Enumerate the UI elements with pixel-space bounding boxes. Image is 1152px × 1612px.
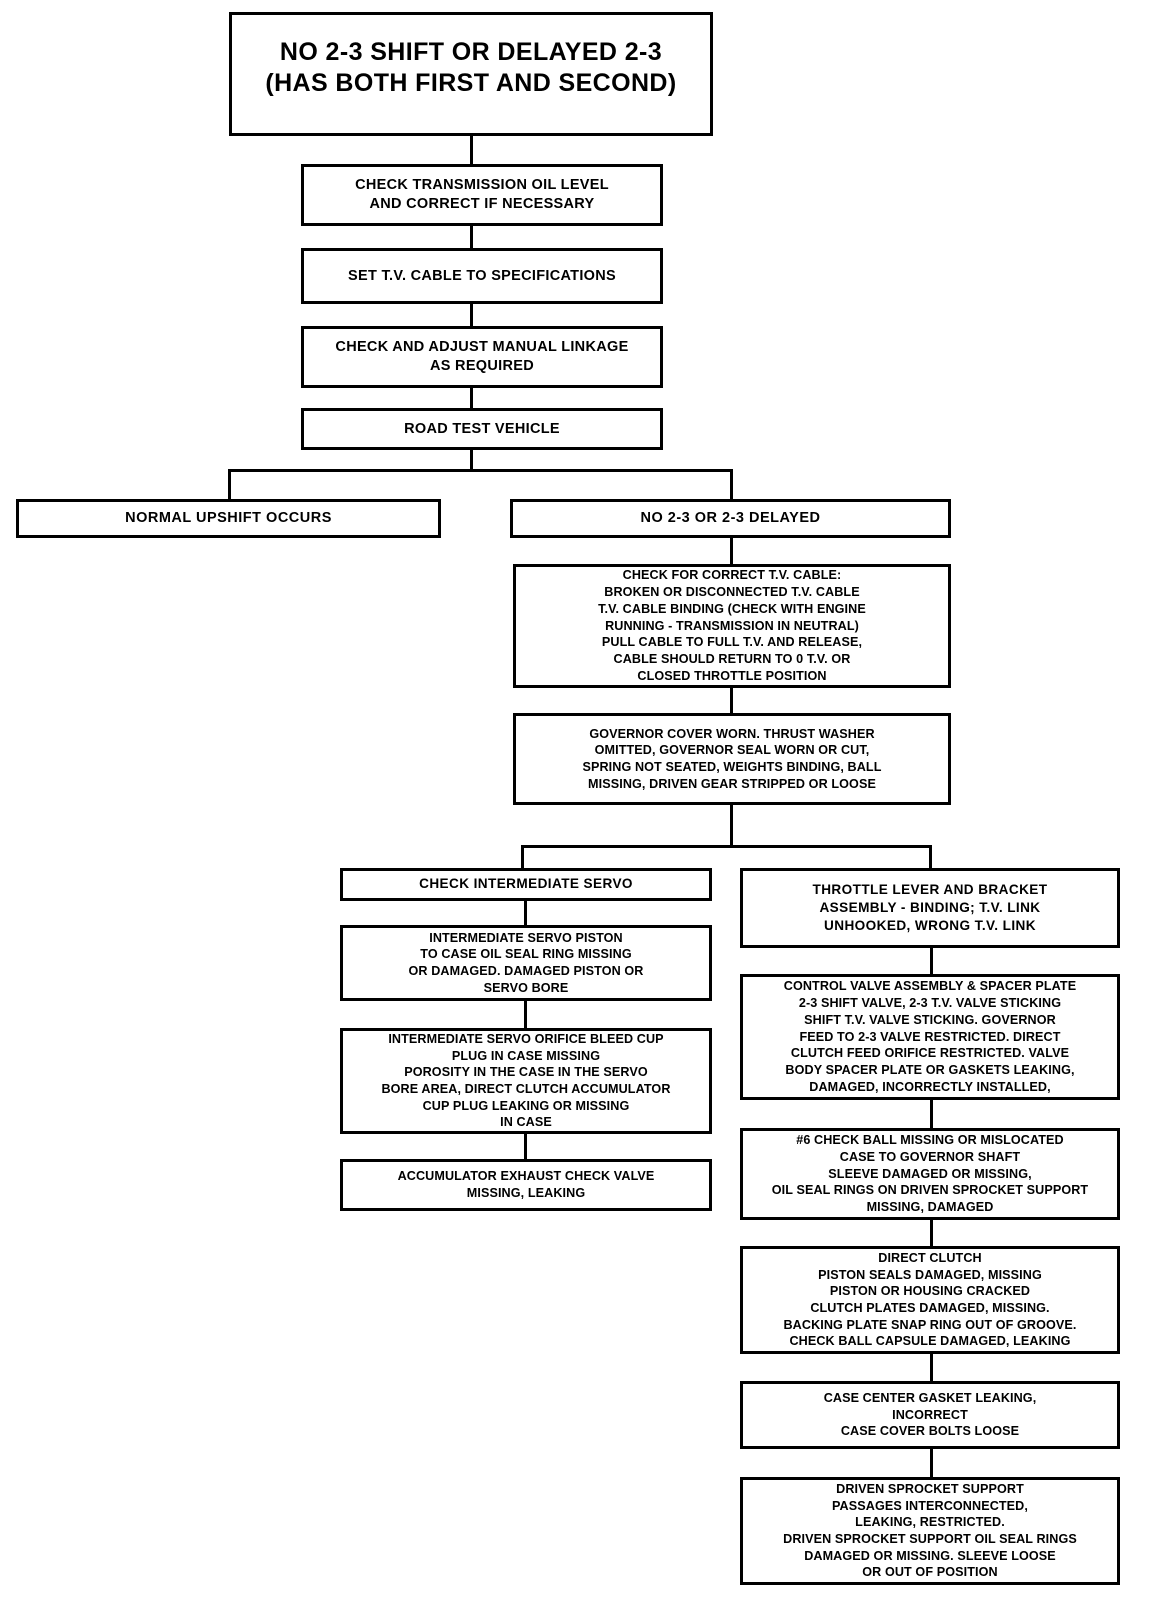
connector-step1-to-step2 — [470, 226, 473, 248]
node-normal-upshift-occurs: NORMAL UPSHIFT OCCURS — [16, 499, 441, 538]
node-label: ROAD TEST VEHICLE — [404, 420, 560, 437]
connector-right-3-to-4 — [930, 1220, 933, 1246]
node-label: NORMAL UPSHIFT OCCURS — [125, 510, 332, 527]
node-label: CONTROL VALVE ASSEMBLY & SPACER PLATE 2-… — [783, 979, 1077, 1094]
node-governor-cover-detail: GOVERNOR COVER WORN. THRUST WASHER OMITT… — [513, 713, 951, 805]
connector-governor-down — [730, 805, 733, 847]
node-label: NO 2-3 SHIFT OR DELAYED 2-3 (HAS BOTH FI… — [265, 38, 677, 97]
node-check-transmission-oil-level: CHECK TRANSMISSION OIL LEVEL AND CORRECT… — [301, 164, 663, 226]
node-label: GOVERNOR COVER WORN. THRUST WASHER OMITT… — [582, 726, 882, 791]
node-label: ACCUMULATOR EXHAUST CHECK VALVE MISSING,… — [397, 1169, 655, 1200]
node-check-intermediate-servo: CHECK INTERMEDIATE SERVO — [340, 868, 712, 901]
node-label: CHECK AND ADJUST MANUAL LINKAGE AS REQUI… — [335, 339, 629, 374]
connector-roadtest-down — [470, 450, 473, 471]
connector-step3-to-step4 — [470, 388, 473, 408]
node-label: INTERMEDIATE SERVO PISTON TO CASE OIL SE… — [408, 930, 644, 995]
connector-left-3-to-4 — [524, 1134, 527, 1159]
node-set-tv-cable: SET T.V. CABLE TO SPECIFICATIONS — [301, 248, 663, 304]
node-label: SET T.V. CABLE TO SPECIFICATIONS — [348, 267, 616, 284]
connector-right-1-to-2 — [930, 948, 933, 974]
node-driven-sprocket-support: DRIVEN SPROCKET SUPPORT PASSAGES INTERCO… — [740, 1477, 1120, 1585]
node-label: CHECK FOR CORRECT T.V. CABLE: BROKEN OR … — [598, 568, 866, 683]
node-no-2-3-shift-or-delayed: NO 2-3 SHIFT OR DELAYED 2-3 (HAS BOTH FI… — [229, 12, 713, 136]
connector-right-2-to-3 — [930, 1100, 933, 1128]
node-accumulator-exhaust-check-valve: ACCUMULATOR EXHAUST CHECK VALVE MISSING,… — [340, 1159, 712, 1211]
node-no-2-3-or-2-3-delayed: NO 2-3 OR 2-3 DELAYED — [510, 499, 951, 538]
node-label: DRIVEN SPROCKET SUPPORT PASSAGES INTERCO… — [783, 1481, 1077, 1580]
node-label: NO 2-3 OR 2-3 DELAYED — [640, 510, 821, 527]
connector-right-4-to-5 — [930, 1354, 933, 1381]
connector-bus-to-no-2-3 — [730, 469, 733, 501]
node-road-test-vehicle: ROAD TEST VEHICLE — [301, 408, 663, 450]
node-intermediate-servo-orifice-bleed-cup-plug: INTERMEDIATE SERVO ORIFICE BLEED CUP PLU… — [340, 1028, 712, 1134]
connector-step2-to-step3 — [470, 304, 473, 326]
node-check-adjust-manual-linkage: CHECK AND ADJUST MANUAL LINKAGE AS REQUI… — [301, 326, 663, 388]
node-label: CASE CENTER GASKET LEAKING, INCORRECT CA… — [823, 1390, 1037, 1439]
node-check-ball-missing-or-mislocated: #6 CHECK BALL MISSING OR MISLOCATED CASE… — [740, 1128, 1120, 1220]
node-intermediate-servo-piston: INTERMEDIATE SERVO PISTON TO CASE OIL SE… — [340, 925, 712, 1001]
node-check-tv-cable-detail: CHECK FOR CORRECT T.V. CABLE: BROKEN OR … — [513, 564, 951, 688]
connector-bus-to-normal-upshift — [228, 469, 231, 501]
node-direct-clutch: DIRECT CLUTCH PISTON SEALS DAMAGED, MISS… — [740, 1246, 1120, 1354]
connector-right-5-to-6 — [930, 1449, 933, 1477]
node-label: CHECK TRANSMISSION OIL LEVEL AND CORRECT… — [355, 177, 609, 212]
connector-branch-bus — [228, 469, 733, 472]
connector-no23-to-tvcheck — [730, 538, 733, 564]
connector-bus-to-right-column — [929, 845, 932, 870]
connector-left-1-to-2 — [524, 901, 527, 925]
connector-tvcheck-to-governor — [730, 688, 733, 713]
node-label: #6 CHECK BALL MISSING OR MISLOCATED CASE… — [771, 1133, 1089, 1215]
node-label: CHECK INTERMEDIATE SERVO — [419, 876, 633, 892]
node-label: INTERMEDIATE SERVO ORIFICE BLEED CUP PLU… — [381, 1031, 671, 1130]
connector-left-2-to-3 — [524, 1001, 527, 1028]
node-label: DIRECT CLUTCH PISTON SEALS DAMAGED, MISS… — [783, 1250, 1077, 1349]
connector-bus-to-left-column — [521, 845, 524, 870]
node-label: THROTTLE LEVER AND BRACKET ASSEMBLY - BI… — [812, 881, 1048, 934]
connector-columns-bus — [521, 845, 932, 848]
node-case-center-gasket: CASE CENTER GASKET LEAKING, INCORRECT CA… — [740, 1381, 1120, 1449]
node-throttle-lever-and-bracket: THROTTLE LEVER AND BRACKET ASSEMBLY - BI… — [740, 868, 1120, 948]
node-control-valve-assembly-spacer-plate: CONTROL VALVE ASSEMBLY & SPACER PLATE 2-… — [740, 974, 1120, 1100]
connector-title-to-step1 — [470, 136, 473, 164]
